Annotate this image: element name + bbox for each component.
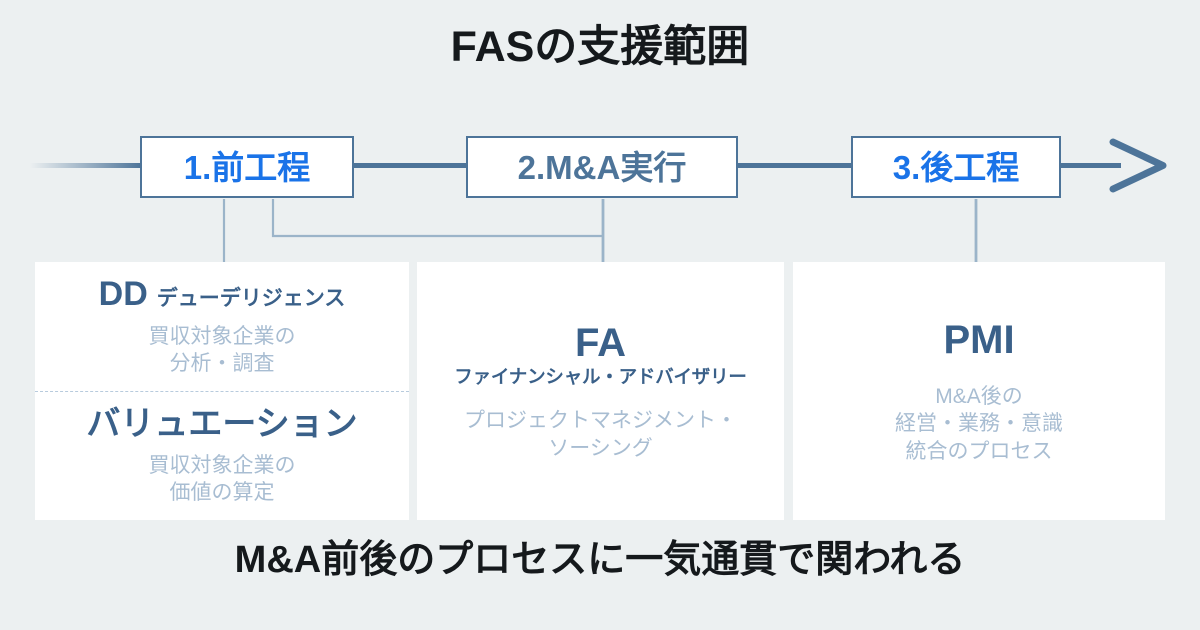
card-2-fa-heading: FA ファイナンシャル・アドバイザリー xyxy=(454,320,747,388)
card-1-dd-expansion: デューデリジェンス xyxy=(156,287,346,311)
phase-box-3-label: 3.後工程 xyxy=(892,148,1020,186)
card-3-section-pmi: PMI M&A後の 経営・業務・意識 統合のプロセス xyxy=(793,262,1165,520)
card-1-valuation-heading: バリュエーション xyxy=(86,405,357,444)
phase-box-1[interactable]: 1.前工程 xyxy=(140,136,354,198)
card-1-dd-description: 買収対象企業の 分析・調査 xyxy=(148,324,296,375)
card-1-valuation-description: 買収対象企業の 価値の算定 xyxy=(148,454,296,505)
detail-card-1: DD デューデリジェンス 買収対象企業の 分析・調査 バリュエーション 買収対象… xyxy=(35,262,409,520)
timeline-axis-left xyxy=(30,163,142,168)
card-2-section-fa: FA ファイナンシャル・アドバイザリー プロジェクトマネジメント・ ソーシング xyxy=(417,262,784,520)
detail-card-3: PMI M&A後の 経営・業務・意識 統合のプロセス xyxy=(793,262,1165,520)
card-1-dd-abbr: DD xyxy=(98,275,148,314)
card-3-pmi-heading: PMI xyxy=(943,317,1014,363)
timeline-axis-mid-1 xyxy=(352,163,468,168)
phase-box-2[interactable]: 2.M&A実行 xyxy=(466,136,738,198)
summary-caption: M&A前後のプロセスに一気通貫で関われる xyxy=(234,539,966,581)
arrow-head xyxy=(1109,138,1167,193)
detail-card-2: FA ファイナンシャル・アドバイザリー プロジェクトマネジメント・ ソーシング xyxy=(417,262,784,520)
card-1-dd-heading: DD デューデリジェンス xyxy=(99,275,346,314)
card-3-pmi-abbr: PMI xyxy=(943,318,1015,363)
card-2-fa-expansion: ファイナンシャル・アドバイザリー xyxy=(454,366,747,388)
page-title: FASの支援範囲 xyxy=(450,23,750,71)
phase-box-1-label: 1.前工程 xyxy=(183,148,311,186)
connector-phase1-fa xyxy=(271,199,603,238)
card-2-fa-abbr: FA xyxy=(574,321,627,366)
card-2-fa-description: プロジェクトマネジメント・ ソーシング xyxy=(464,409,737,460)
card-1-section-valuation: バリュエーション 買収対象企業の 価値の算定 xyxy=(35,392,409,521)
phase-box-2-label: 2.M&A実行 xyxy=(517,148,687,186)
timeline-axis-mid-2 xyxy=(736,163,853,168)
timeline-axis-right xyxy=(1059,163,1121,168)
card-1-section-dd: DD デューデリジェンス 買収対象企業の 分析・調査 xyxy=(35,262,409,392)
card-1-valuation-abbr: バリュエーション xyxy=(86,404,358,443)
card-3-pmi-description: M&A後の 経営・業務・意識 統合のプロセス xyxy=(895,385,1063,463)
phase-box-3[interactable]: 3.後工程 xyxy=(851,136,1061,198)
